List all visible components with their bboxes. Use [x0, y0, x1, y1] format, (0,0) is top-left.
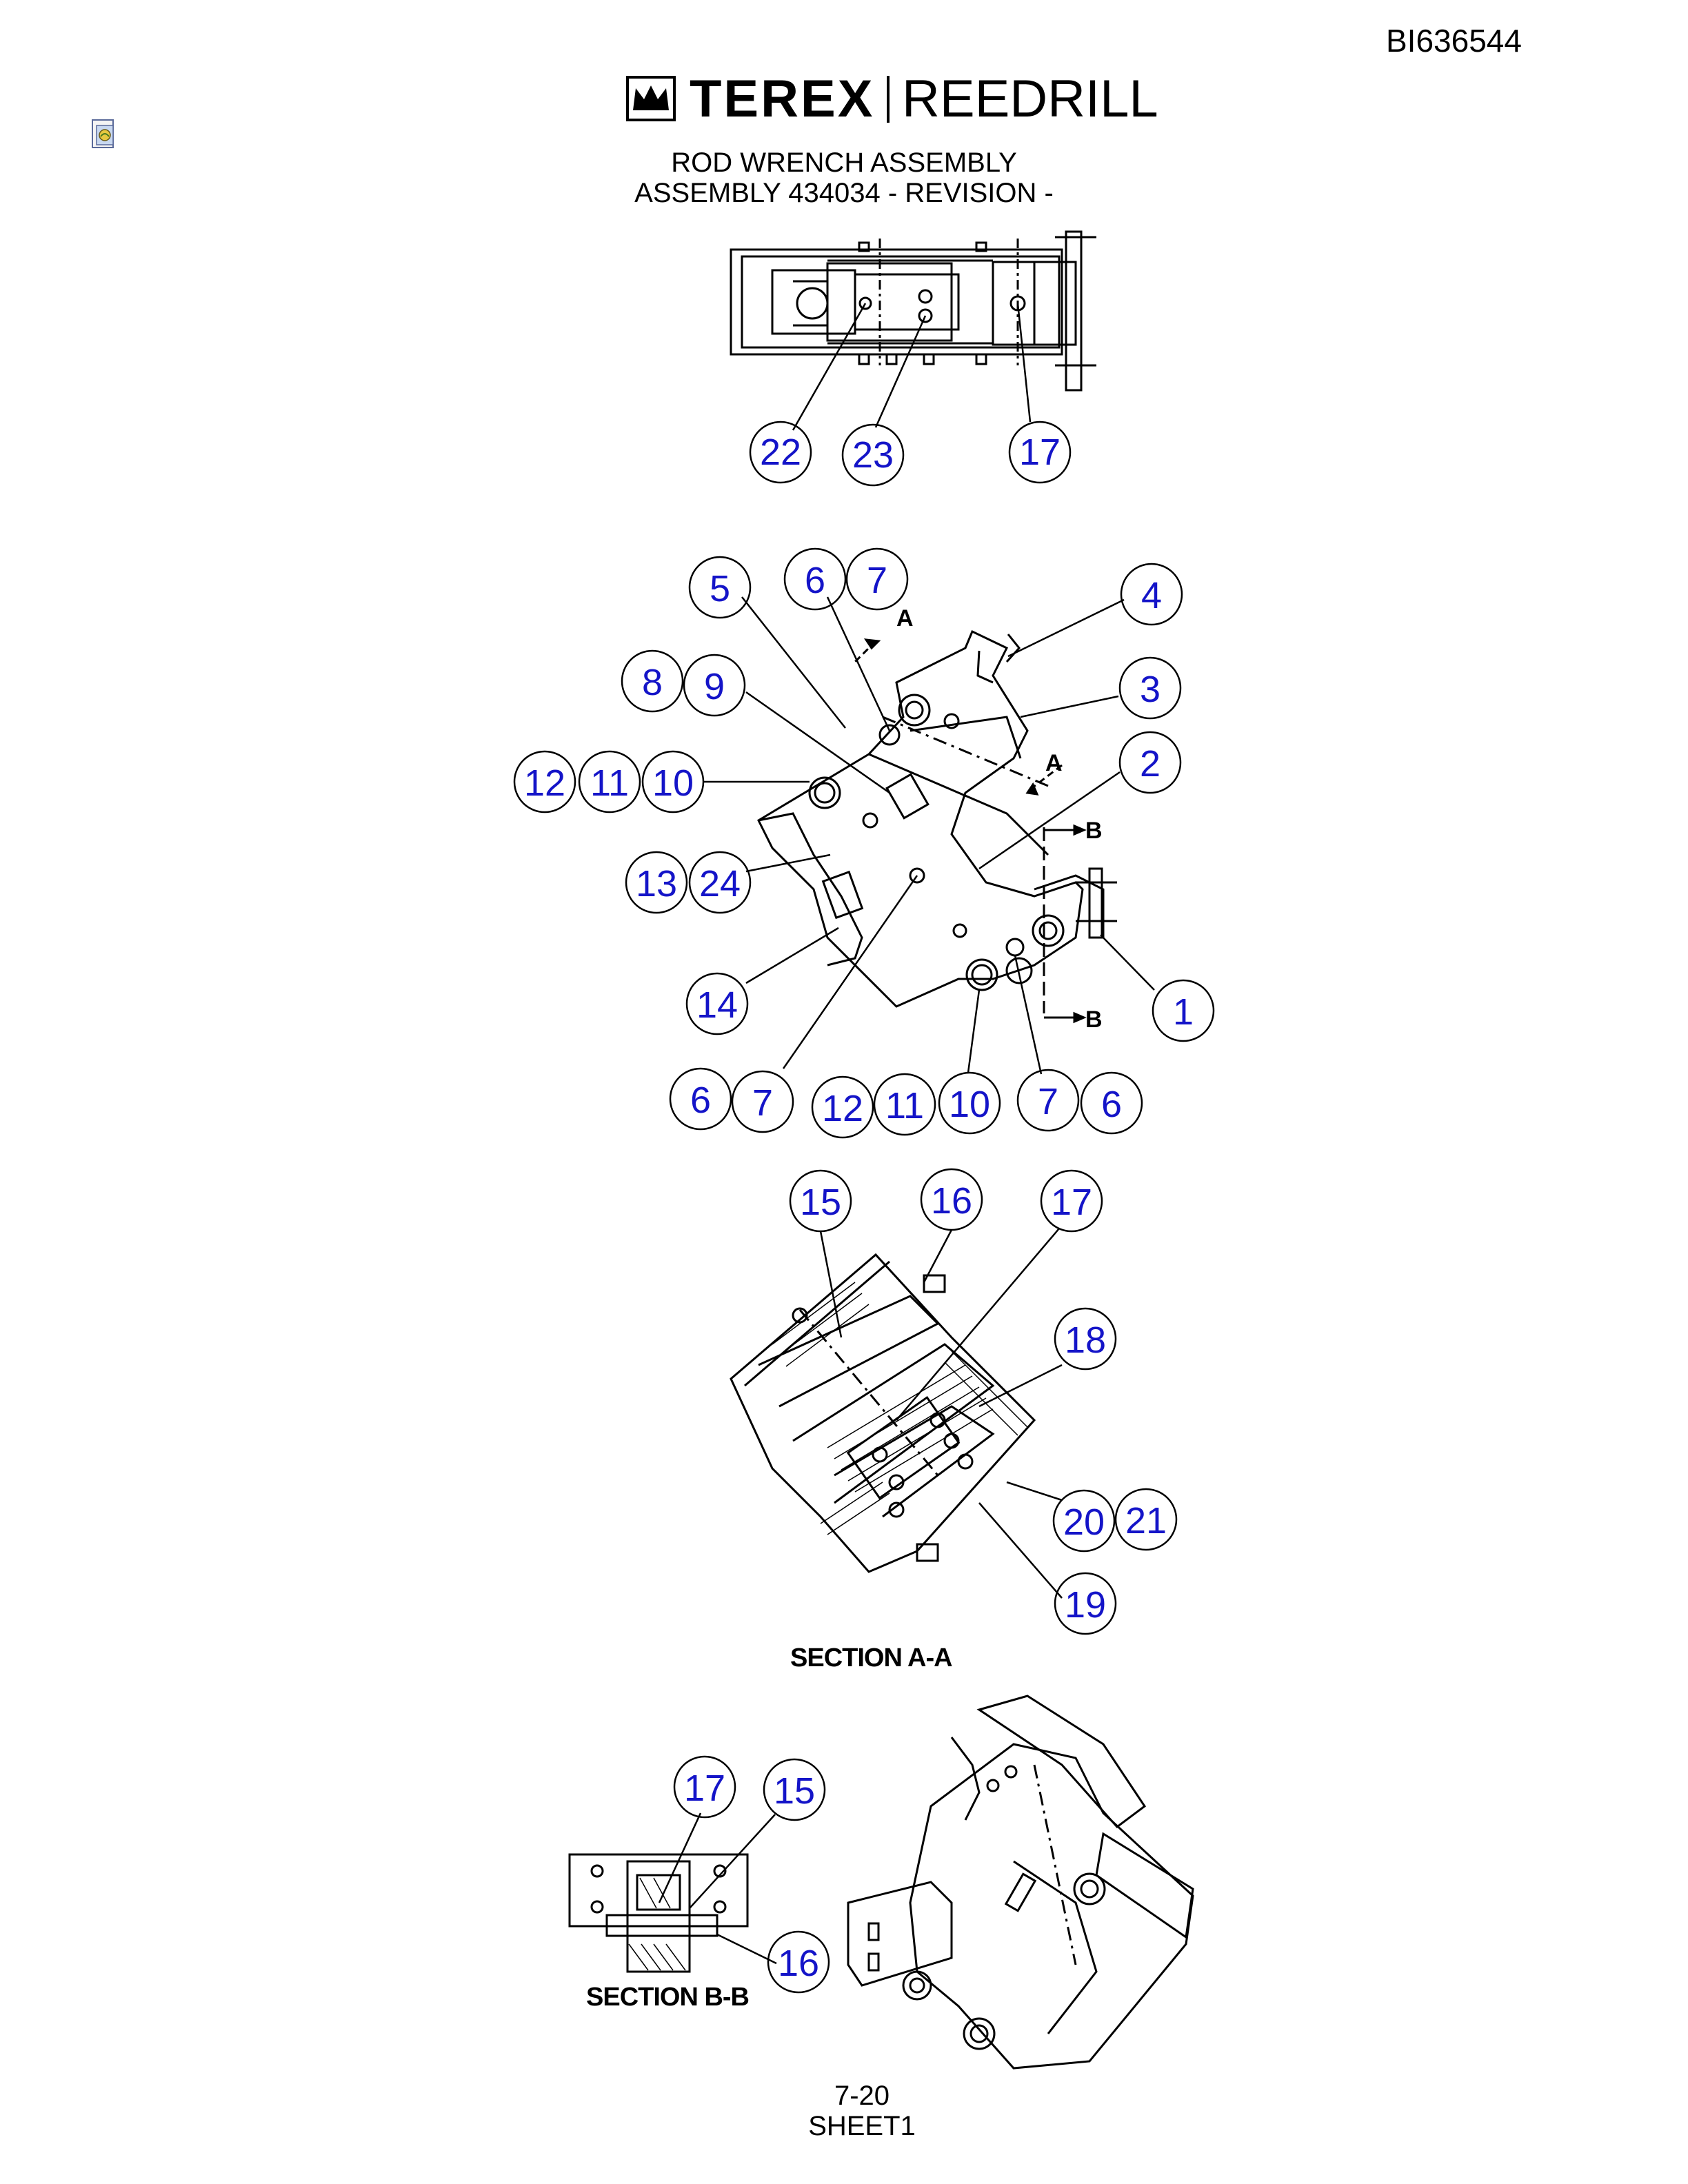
balloon-12[interactable]: 12: [811, 1075, 874, 1139]
logo-brand-text: TEREX: [690, 70, 875, 128]
balloon-11[interactable]: 11: [873, 1073, 936, 1136]
assembly-number: ASSEMBLY 434034 - REVISION -: [634, 178, 1054, 208]
brand-logo: TEREX REEDRILL: [626, 70, 1158, 128]
svg-text:22: 22: [760, 432, 801, 473]
svg-text:18: 18: [1065, 1320, 1106, 1361]
balloon-15[interactable]: 15: [789, 1169, 852, 1233]
balloon-22[interactable]: 22: [749, 421, 812, 484]
svg-text:17: 17: [684, 1768, 725, 1809]
balloon-13[interactable]: 13: [625, 851, 688, 914]
logo-sub-text: REEDRILL: [902, 70, 1158, 128]
svg-text:9: 9: [704, 666, 725, 707]
svg-text:1: 1: [1173, 991, 1194, 1033]
logo-separator: [887, 76, 890, 123]
svg-text:15: 15: [800, 1182, 841, 1223]
drawing-title: ROD WRENCH ASSEMBLY: [671, 148, 1017, 178]
svg-text:4: 4: [1141, 575, 1162, 616]
svg-text:8: 8: [642, 662, 663, 703]
sheet-label: SHEET1: [808, 2111, 916, 2141]
svg-text:10: 10: [949, 1084, 990, 1125]
svg-text:24: 24: [699, 863, 741, 904]
balloon-11[interactable]: 11: [578, 750, 641, 813]
balloon-3[interactable]: 3: [1118, 656, 1182, 720]
balloon-16[interactable]: 16: [767, 1930, 830, 1994]
balloon-17[interactable]: 17: [1008, 421, 1072, 484]
balloon-10[interactable]: 10: [938, 1071, 1001, 1135]
svg-text:19: 19: [1065, 1584, 1106, 1626]
balloon-6[interactable]: 6: [1080, 1071, 1143, 1135]
svg-text:6: 6: [1101, 1084, 1122, 1125]
document-icon[interactable]: [90, 119, 120, 152]
balloon-6[interactable]: 6: [669, 1067, 732, 1131]
svg-text:7: 7: [867, 560, 887, 601]
balloon-12[interactable]: 12: [513, 750, 576, 813]
svg-text:11: 11: [885, 1085, 924, 1126]
top-view: [730, 230, 1096, 392]
page-number: 7-20: [834, 2081, 890, 2111]
svg-text:20: 20: [1063, 1502, 1105, 1543]
svg-text:13: 13: [636, 863, 677, 904]
svg-text:12: 12: [524, 762, 565, 804]
crown-icon: [626, 76, 676, 121]
svg-text:2: 2: [1140, 743, 1160, 785]
balloon-9[interactable]: 9: [683, 654, 746, 717]
svg-text:6: 6: [805, 560, 825, 601]
section-marker-b-top: B: [1085, 818, 1103, 844]
balloon-7[interactable]: 7: [1016, 1069, 1080, 1132]
balloon-18[interactable]: 18: [1054, 1307, 1117, 1371]
balloon-4[interactable]: 4: [1120, 563, 1183, 626]
balloon-2[interactable]: 2: [1118, 731, 1182, 794]
svg-text:16: 16: [778, 1943, 819, 1984]
balloon-20[interactable]: 20: [1052, 1489, 1116, 1553]
section-marker-a-top: A: [896, 605, 914, 631]
svg-text:17: 17: [1019, 432, 1061, 473]
balloon-24[interactable]: 24: [688, 851, 752, 914]
svg-text:7: 7: [1038, 1081, 1058, 1122]
balloon-14[interactable]: 14: [685, 972, 749, 1035]
balloon-10[interactable]: 10: [641, 750, 705, 813]
balloon-21[interactable]: 21: [1114, 1488, 1178, 1551]
balloon-17[interactable]: 17: [1040, 1169, 1103, 1233]
balloon-8[interactable]: 8: [621, 649, 684, 713]
svg-text:5: 5: [710, 568, 730, 609]
front-view: [757, 629, 1117, 1024]
balloon-5[interactable]: 5: [688, 556, 752, 619]
balloon-16[interactable]: 16: [920, 1168, 983, 1231]
svg-text:14: 14: [696, 984, 738, 1026]
svg-text:21: 21: [1125, 1500, 1167, 1541]
isometric-view: [847, 1695, 1194, 2070]
section-marker-a-right: A: [1045, 750, 1063, 776]
section-b-view: [568, 1853, 749, 1973]
svg-text:23: 23: [852, 434, 894, 476]
svg-text:3: 3: [1140, 669, 1160, 710]
document-id: BI636544: [1386, 23, 1522, 59]
section-a-label: SECTION A-A: [790, 1644, 953, 1672]
balloon-15[interactable]: 15: [763, 1758, 826, 1821]
section-b-label: SECTION B-B: [586, 1983, 750, 2012]
leader-lines: [658, 303, 1155, 1965]
balloon-1[interactable]: 1: [1152, 979, 1215, 1042]
balloon-23[interactable]: 23: [841, 423, 905, 487]
svg-text:6: 6: [690, 1080, 711, 1121]
svg-text:16: 16: [931, 1180, 972, 1222]
balloon-7[interactable]: 7: [845, 547, 909, 611]
balloon-7[interactable]: 7: [731, 1070, 794, 1133]
svg-text:7: 7: [752, 1082, 773, 1124]
svg-text:15: 15: [774, 1770, 815, 1812]
svg-text:10: 10: [652, 762, 694, 804]
section-a-view: [730, 1253, 1036, 1573]
svg-text:11: 11: [590, 762, 629, 804]
balloon-17[interactable]: 17: [673, 1755, 736, 1819]
section-marker-b-bottom: B: [1085, 1007, 1103, 1033]
svg-text:17: 17: [1051, 1182, 1092, 1223]
svg-text:12: 12: [822, 1088, 863, 1129]
balloon-19[interactable]: 19: [1054, 1572, 1117, 1635]
balloon-6[interactable]: 6: [783, 547, 847, 611]
